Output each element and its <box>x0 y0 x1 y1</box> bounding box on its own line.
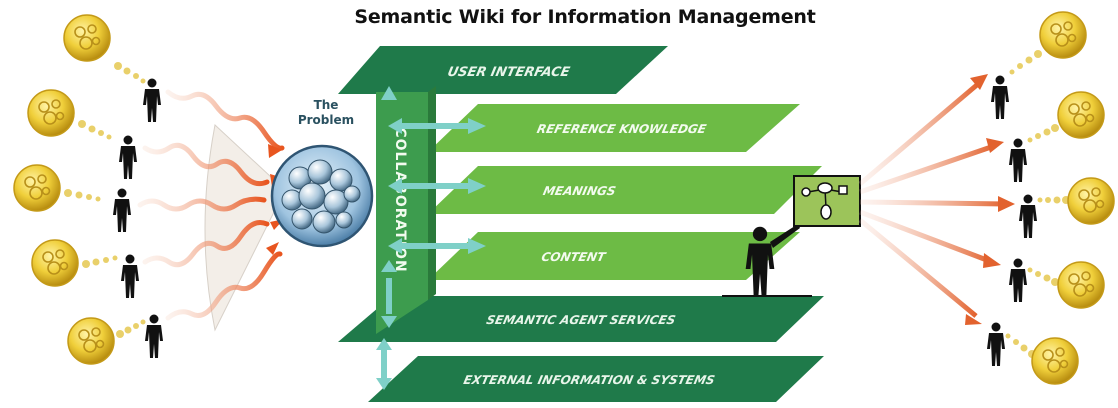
idea-token-icon <box>63 14 111 62</box>
right-token-2 <box>1009 91 1105 182</box>
layer-external-information-label: EXTERNAL INFORMATION & SYSTEMS <box>462 373 716 387</box>
collaboration-label: COLLABORATION <box>392 127 408 272</box>
incoming-wavy-arrows <box>137 89 285 321</box>
person-icon <box>1019 194 1037 238</box>
layer-meanings-label: MEANINGS <box>542 184 618 198</box>
idea-token-icon <box>31 239 79 287</box>
left-token-2 <box>27 89 137 179</box>
person-icon <box>1009 138 1027 182</box>
right-token-5 <box>987 322 1079 385</box>
layer-semantic-agent-services: SEMANTIC AGENT SERVICES <box>338 296 824 342</box>
problem-label-line1: The <box>313 98 339 112</box>
person-icon <box>987 322 1005 366</box>
presenter <box>722 224 812 297</box>
person-icon <box>121 254 139 298</box>
idea-token-icon <box>1031 337 1079 385</box>
left-actors <box>13 14 163 365</box>
layer-reference-knowledge: REFERENCE KNOWLEDGE <box>428 104 800 152</box>
left-token-1 <box>63 14 161 122</box>
layer-semantic-agent-services-label: SEMANTIC AGENT SERVICES <box>485 313 677 327</box>
outgoing-arrowheads <box>965 74 1015 325</box>
idea-token-icon <box>1057 261 1105 309</box>
left-token-5 <box>67 314 163 365</box>
layer-user-interface: USER INTERFACE <box>338 46 668 94</box>
left-token-3 <box>13 164 131 232</box>
idea-token-icon <box>13 164 61 212</box>
person-icon <box>113 188 131 232</box>
layer-user-interface-label: USER INTERFACE <box>446 65 571 80</box>
problem-globe <box>270 144 374 248</box>
right-token-1 <box>991 11 1087 119</box>
layer-reference-knowledge-label: REFERENCE KNOWLEDGE <box>536 122 709 136</box>
right-actors <box>987 11 1115 385</box>
layer-external-information: EXTERNAL INFORMATION & SYSTEMS <box>368 356 824 402</box>
outgoing-rays <box>858 82 1007 318</box>
idea-token-icon <box>67 317 115 365</box>
person-icon <box>119 135 137 179</box>
person-icon <box>1009 258 1027 302</box>
idea-token-icon <box>1039 11 1087 59</box>
right-token-3 <box>1019 177 1115 238</box>
collab-arrows <box>381 123 470 380</box>
problem-label-line2: Problem <box>297 113 355 127</box>
layer-content: CONTENT <box>428 232 800 280</box>
person-icon <box>991 75 1009 119</box>
person-icon <box>143 78 161 122</box>
layer-content-label: CONTENT <box>540 250 608 264</box>
right-token-4 <box>1009 258 1105 309</box>
left-token-4 <box>31 239 139 298</box>
idea-token-icon <box>27 89 75 137</box>
diagram-title: Semantic Wiki for Information Management <box>354 6 816 28</box>
collab-arrowheads <box>376 86 486 390</box>
bubble-cluster-icon <box>281 159 361 234</box>
idea-token-icon <box>1067 177 1115 225</box>
person-icon <box>145 314 163 358</box>
layer-meanings: MEANINGS <box>428 166 822 214</box>
semantic-graph-board <box>793 175 861 227</box>
idea-token-icon <box>1057 91 1105 139</box>
problem-label: The Problem <box>286 98 366 128</box>
concept-graph-icon <box>801 182 848 220</box>
